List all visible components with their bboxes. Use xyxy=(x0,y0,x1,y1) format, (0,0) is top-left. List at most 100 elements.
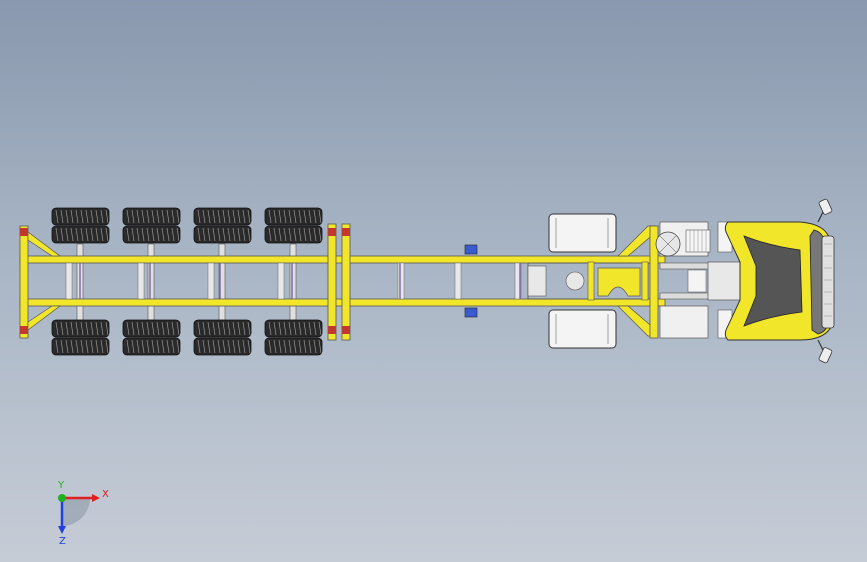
tire-tread xyxy=(75,227,79,242)
tire-tread xyxy=(202,339,206,354)
tire-tread xyxy=(197,209,201,224)
tire-tread xyxy=(126,209,130,224)
tire-tread xyxy=(75,321,79,336)
tire-tread xyxy=(298,339,302,354)
tire-tread xyxy=(65,339,69,354)
rear-brace-top xyxy=(27,231,62,257)
tire-tread xyxy=(303,321,307,336)
tire-tread xyxy=(217,209,221,224)
tire-tread xyxy=(55,321,59,336)
tire-tread xyxy=(80,227,84,242)
tire-tread xyxy=(268,321,272,336)
tractor-tire-bottom xyxy=(548,309,617,349)
trailer-tire xyxy=(122,337,181,356)
tire-tread xyxy=(313,209,317,224)
trailer-tire xyxy=(51,319,110,338)
tire-tread xyxy=(166,321,170,336)
trailer-tire xyxy=(51,337,110,356)
tire-tread xyxy=(298,321,302,336)
tire-tread xyxy=(242,339,246,354)
tire-tread xyxy=(242,321,246,336)
trailer-tire xyxy=(193,337,252,356)
y-axis-dot xyxy=(58,494,66,502)
tire-tread xyxy=(247,321,251,336)
tire-tread xyxy=(212,209,216,224)
tire-tread xyxy=(85,209,89,224)
tire-tread xyxy=(90,227,94,242)
tire-tread xyxy=(161,321,165,336)
tire-tread xyxy=(283,209,287,224)
trailer-tire xyxy=(193,225,252,244)
tractor-unit xyxy=(548,198,835,364)
tire-tread xyxy=(156,209,160,224)
tire-tread xyxy=(65,209,69,224)
tire-tread xyxy=(232,227,236,242)
tire-tread xyxy=(131,227,135,242)
tire-tread xyxy=(166,227,170,242)
tire-tread xyxy=(80,339,84,354)
tire-tread xyxy=(278,321,282,336)
tire-tread xyxy=(60,321,64,336)
crossbeam xyxy=(397,262,405,300)
tire-tread xyxy=(176,339,180,354)
trailer-tire xyxy=(51,207,110,226)
mirror-bottom xyxy=(817,339,833,364)
tire-tread xyxy=(293,321,297,336)
tire-tread xyxy=(126,339,130,354)
tire-tread xyxy=(298,209,302,224)
tire-tread xyxy=(105,227,109,242)
tire-tread xyxy=(303,339,307,354)
trailer-tire xyxy=(264,225,323,244)
tire-tread xyxy=(313,321,317,336)
tire-tread xyxy=(207,209,211,224)
tire-tread xyxy=(283,339,287,354)
y-axis-label: Y xyxy=(57,480,65,491)
tire-tread xyxy=(202,321,206,336)
tire-tread xyxy=(75,209,79,224)
tire-tread xyxy=(171,339,175,354)
tire-tread xyxy=(141,321,145,336)
tire-tread xyxy=(288,321,292,336)
tire-tread xyxy=(166,209,170,224)
trailer-tire xyxy=(122,319,181,338)
tire-tread xyxy=(273,321,277,336)
tire-tread xyxy=(136,321,140,336)
battery-box xyxy=(659,305,709,339)
tire-tread xyxy=(237,209,241,224)
tire-tread xyxy=(141,209,145,224)
tire-tread xyxy=(55,209,59,224)
tire-tread xyxy=(151,321,155,336)
tire-tread xyxy=(242,227,246,242)
z-axis-head xyxy=(58,526,66,534)
tire-tread xyxy=(202,209,206,224)
tire-tread xyxy=(313,339,317,354)
tire-tread xyxy=(227,321,231,336)
tire-tread xyxy=(303,227,307,242)
tire-tread xyxy=(247,209,251,224)
tire-tread xyxy=(293,209,297,224)
tire-tread xyxy=(176,321,180,336)
tire-tread xyxy=(146,321,150,336)
tire-tread xyxy=(318,321,322,336)
tire-tread xyxy=(202,227,206,242)
mirror-top xyxy=(817,198,833,223)
trailer-wheel-group xyxy=(51,207,323,356)
tire-tread xyxy=(105,209,109,224)
tractor-tire-top xyxy=(548,213,617,253)
tire-tread xyxy=(318,339,322,354)
tire-tread xyxy=(222,321,226,336)
tire-tread xyxy=(176,227,180,242)
crossbeam xyxy=(277,262,285,300)
crossbeam xyxy=(137,262,145,300)
tire-tread xyxy=(308,209,312,224)
tire-tread xyxy=(100,321,104,336)
trailer-axle xyxy=(289,243,297,321)
trailer-tire xyxy=(122,225,181,244)
tire-tread xyxy=(308,339,312,354)
tire-tread xyxy=(283,227,287,242)
rear-end-beam xyxy=(19,225,29,339)
tire-tread xyxy=(212,227,216,242)
x-axis-head xyxy=(92,494,100,502)
tire-tread xyxy=(70,209,74,224)
